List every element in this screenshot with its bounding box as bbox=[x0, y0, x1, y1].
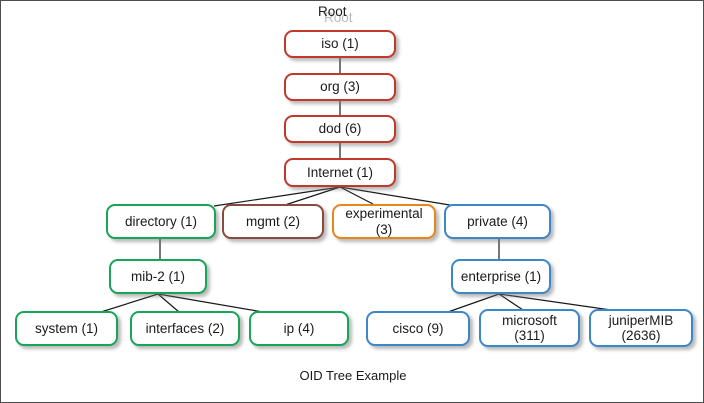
edge-mib2-to-ip bbox=[157, 293, 264, 313]
tree-node-interfaces[interactable]: interfaces (2) bbox=[130, 311, 240, 346]
tree-node-enterprise[interactable]: enterprise (1) bbox=[451, 259, 551, 294]
tree-node-ip[interactable]: ip (4) bbox=[249, 311, 349, 346]
tree-node-junipermib[interactable]: juniperMIB (2636) bbox=[589, 309, 693, 347]
tree-node-label: org (3) bbox=[320, 79, 360, 95]
edge-internet-to-experimental bbox=[339, 186, 374, 205]
tree-node-cisco[interactable]: cisco (9) bbox=[366, 311, 470, 346]
tree-node-system[interactable]: system (1) bbox=[15, 311, 118, 346]
tree-node-label: interfaces (2) bbox=[145, 320, 225, 336]
tree-node-internet[interactable]: Internet (1) bbox=[284, 158, 396, 187]
tree-node-label: juniperMIB (2636) bbox=[608, 312, 674, 343]
tree-node-iso[interactable]: iso (1) bbox=[284, 30, 396, 58]
tree-node-label: enterprise (1) bbox=[460, 268, 542, 284]
root-label-shadow: Root bbox=[324, 10, 353, 25]
tree-node-experimental[interactable]: experimental (3) bbox=[332, 204, 436, 239]
tree-node-label: microsoft (311) bbox=[502, 312, 557, 343]
tree-node-label: private (4) bbox=[467, 213, 528, 229]
tree-node-label: ip (4) bbox=[283, 320, 315, 336]
tree-node-mgmt[interactable]: mgmt (2) bbox=[222, 204, 324, 239]
tree-node-microsoft[interactable]: microsoft (311) bbox=[479, 309, 580, 347]
edge-enterprise-to-junipermib bbox=[498, 293, 612, 311]
tree-node-label: iso (1) bbox=[321, 36, 359, 52]
tree-node-dod[interactable]: dod (6) bbox=[284, 115, 396, 143]
edge-mib2-to-system bbox=[100, 293, 159, 313]
tree-node-label: mib-2 (1) bbox=[130, 268, 185, 284]
tree-node-label: experimental (3) bbox=[345, 206, 423, 237]
tree-node-org[interactable]: org (3) bbox=[284, 73, 396, 101]
edge-mib2-to-interfaces bbox=[157, 293, 180, 313]
tree-node-mib2[interactable]: mib-2 (1) bbox=[109, 259, 207, 294]
tree-node-label: cisco (9) bbox=[392, 320, 444, 336]
tree-node-private[interactable]: private (4) bbox=[444, 204, 551, 239]
edge-enterprise-to-microsoft bbox=[498, 293, 524, 311]
figure-caption: OID Tree Example bbox=[299, 368, 407, 383]
tree-node-label: mgmt (2) bbox=[246, 213, 300, 229]
tree-node-label: directory (1) bbox=[124, 213, 197, 229]
tree-node-label: Internet (1) bbox=[306, 164, 374, 180]
tree-node-label: dod (6) bbox=[318, 121, 362, 137]
tree-node-label: system (1) bbox=[34, 320, 98, 336]
root-label: Root bbox=[318, 4, 347, 19]
tree-node-directory[interactable]: directory (1) bbox=[106, 204, 216, 239]
